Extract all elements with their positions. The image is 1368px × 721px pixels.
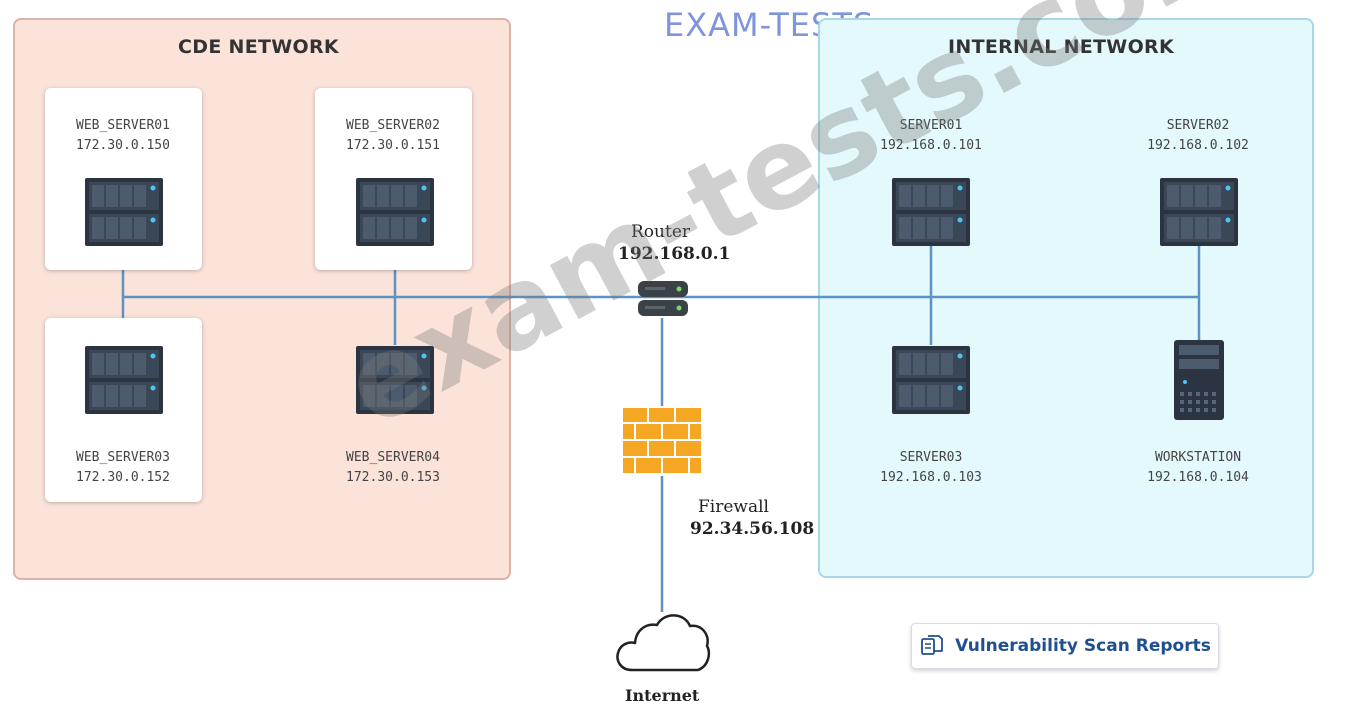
web-server03-name: WEB_SERVER03 <box>76 450 170 465</box>
web-server03-label: WEB_SERVER03 172.30.0.152 <box>38 448 208 488</box>
web-server01-ip: 172.30.0.150 <box>76 138 170 153</box>
server03-name: SERVER03 <box>899 450 963 465</box>
server-rack-icon[interactable] <box>356 178 434 246</box>
web-server04-ip: 172.30.0.153 <box>346 470 440 485</box>
server01-name: SERVER01 <box>899 118 963 133</box>
documents-icon <box>921 635 944 655</box>
server02-ip: 192.168.0.102 <box>1147 138 1249 153</box>
router-ip: 192.168.0.1 <box>618 244 731 264</box>
workstation-ip: 192.168.0.104 <box>1147 470 1249 485</box>
firewall-name: Firewall <box>698 497 769 517</box>
router-icon[interactable] <box>637 279 689 319</box>
firewall-ip: 92.34.56.108 <box>690 519 815 539</box>
web-server03-ip: 172.30.0.152 <box>76 470 170 485</box>
server03-ip: 192.168.0.103 <box>880 470 982 485</box>
server-rack-icon[interactable] <box>85 346 163 414</box>
vulnerability-scan-reports-button[interactable]: Vulnerability Scan Reports <box>911 623 1219 669</box>
web-server04-label: WEB_SERVER04 172.30.0.153 <box>308 448 478 488</box>
cde-network-title: CDE NETWORK <box>178 36 339 58</box>
firewall-icon[interactable] <box>621 406 703 476</box>
workstation-name: WORKSTATION <box>1154 450 1242 465</box>
web-server04-name: WEB_SERVER04 <box>346 450 440 465</box>
server03-label: SERVER03 192.168.0.103 <box>846 448 1016 488</box>
server-rack-icon[interactable] <box>356 346 434 414</box>
router-name: Router <box>631 222 691 242</box>
server-rack-icon[interactable] <box>892 178 970 246</box>
workstation-label: WORKSTATION 192.168.0.104 <box>1113 448 1283 488</box>
server01-ip: 192.168.0.101 <box>880 138 982 153</box>
web-server02-ip: 172.30.0.151 <box>346 138 440 153</box>
internal-network-title: INTERNAL NETWORK <box>948 36 1174 58</box>
server-rack-icon[interactable] <box>892 346 970 414</box>
web-server02-name: WEB_SERVER02 <box>346 118 440 133</box>
cloud-icon[interactable] <box>614 604 712 674</box>
server01-label: SERVER01 192.168.0.101 <box>846 116 1016 156</box>
server02-name: SERVER02 <box>1166 118 1230 133</box>
workstation-tower-icon[interactable] <box>1174 340 1224 420</box>
web-server02-label: WEB_SERVER02 172.30.0.151 <box>308 116 478 156</box>
server-rack-icon[interactable] <box>85 178 163 246</box>
web-server01-name: WEB_SERVER01 <box>76 118 170 133</box>
web-server01-label: WEB_SERVER01 172.30.0.150 <box>38 116 208 156</box>
internet-label: Internet <box>625 686 700 705</box>
vulnerability-scan-reports-label: Vulnerability Scan Reports <box>955 636 1211 656</box>
server02-label: SERVER02 192.168.0.102 <box>1113 116 1283 156</box>
server-rack-icon[interactable] <box>1160 178 1238 246</box>
